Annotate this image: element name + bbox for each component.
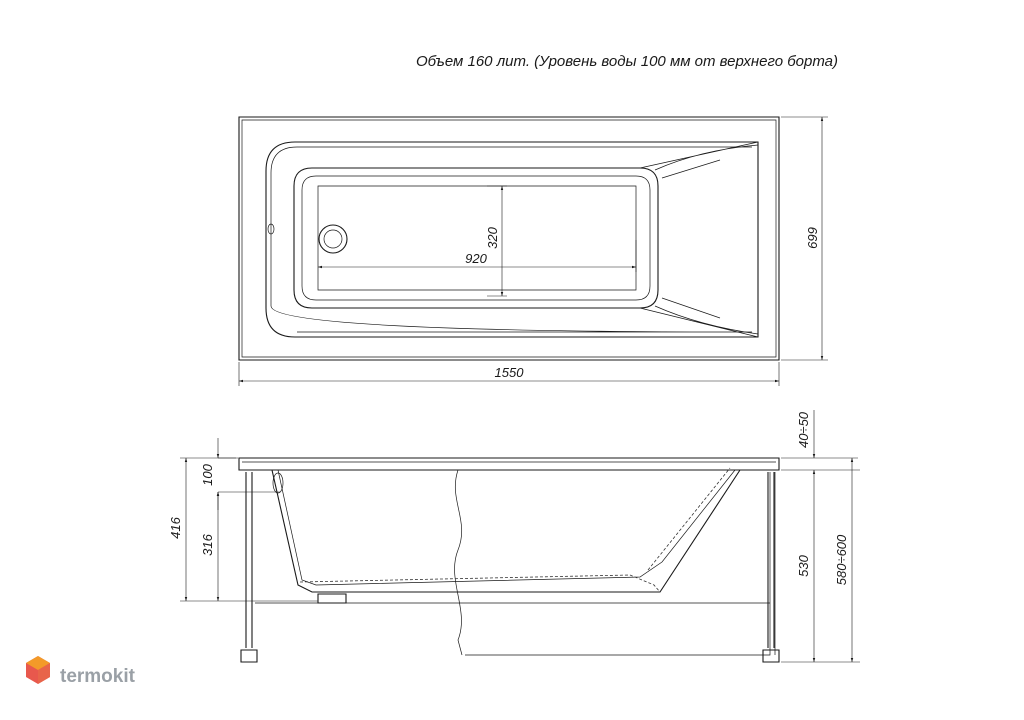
top-view-basin-bottom [293,167,659,309]
overflow-side-icon [272,472,284,494]
front-panel [465,472,776,656]
top-view-outer-rim [238,116,780,361]
break-line [454,469,463,656]
overflow-icon [267,223,275,235]
side-view-tub-body [271,469,741,593]
inner-width-label: 320 [485,226,500,248]
height-label: 580÷600 [834,534,849,585]
brand-logo: termokit [26,656,136,687]
rear-leg [762,472,780,663]
rim-label: 40÷50 [796,411,811,448]
brand-name: termokit [60,666,136,687]
water-level-label: 100 [200,463,215,485]
depth-total-label: 416 [168,516,183,538]
front-leg [240,472,258,663]
side-view: 100 316 416 40÷50 530 580÷600 [168,410,860,663]
depth-below-label: 316 [200,533,215,555]
drain-fitting [317,593,347,604]
drawing-title: Объем 160 лит. (Уровень воды 100 мм от в… [416,53,838,70]
length-label: 1550 [495,365,525,380]
drain-icon [318,224,348,254]
top-view-backrest [639,141,759,338]
top-view-basin-outline [265,141,759,338]
legs-label: 530 [796,554,811,576]
inner-length-label: 920 [465,251,487,266]
top-view: 920 320 1550 699 [238,116,828,386]
width-label: 699 [805,227,820,249]
side-view-rim [238,457,780,471]
